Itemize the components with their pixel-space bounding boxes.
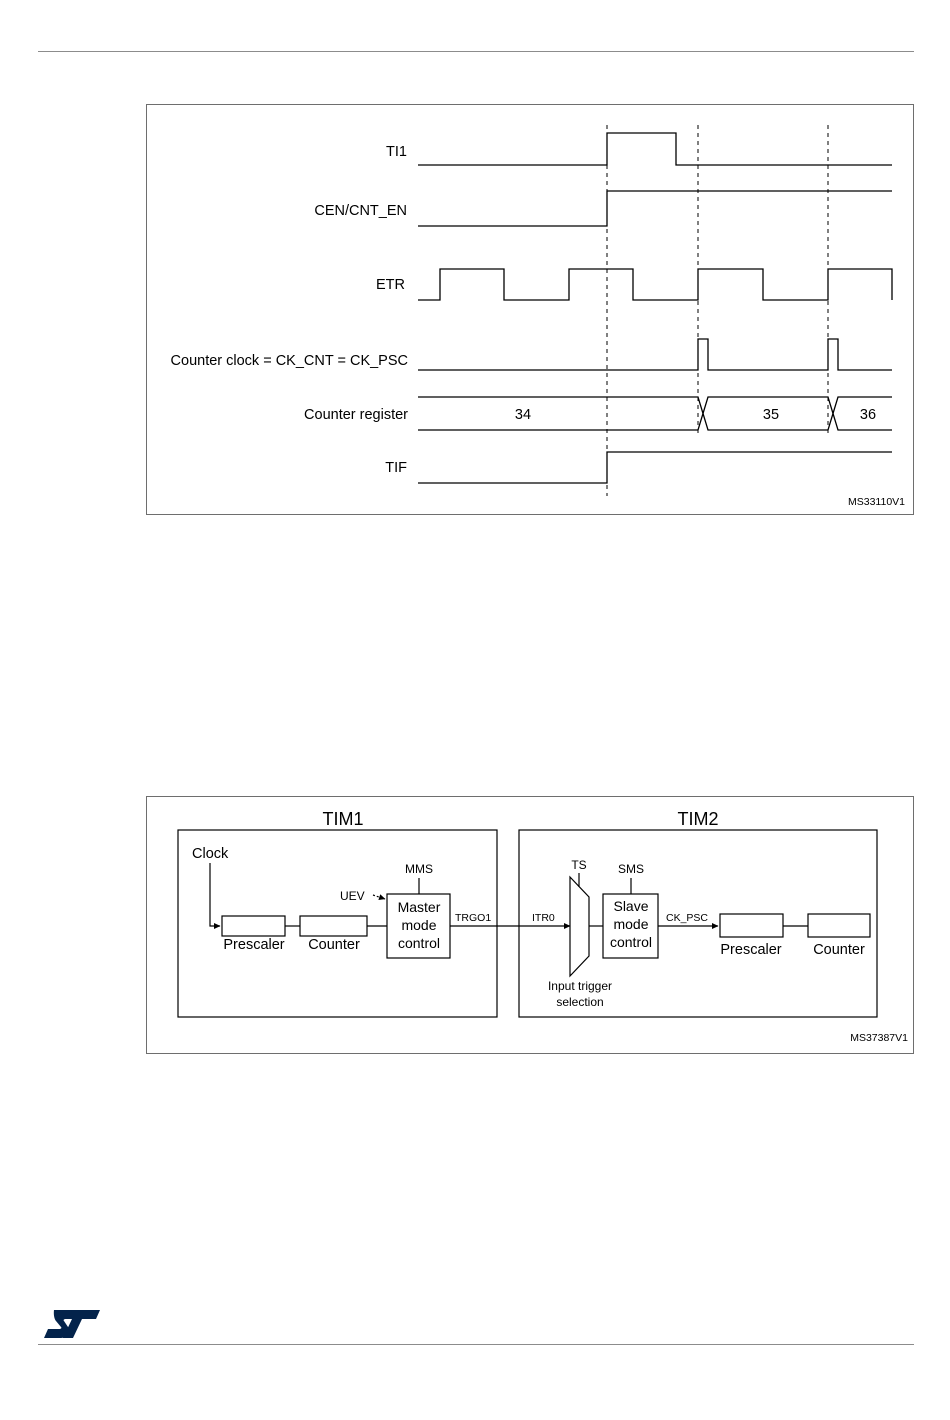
figure-id-block: MS37387V1 [850,1032,908,1044]
ti1-waveform [418,133,892,165]
ts-label: TS [571,858,586,872]
tim1-title: TIM1 [322,809,363,829]
ck-cnt-waveform [418,339,892,370]
sms-label: SMS [618,862,644,876]
itr0-label: ITR0 [532,912,555,924]
label-counter-register: Counter register [304,407,408,423]
etr-waveform [418,269,892,300]
counter-value-36: 36 [860,407,876,423]
clock-arrow [210,863,220,926]
label-ti1: TI1 [386,144,407,160]
mms-label: MMS [405,862,433,876]
tim2-title: TIM2 [677,809,718,829]
clock-label: Clock [192,846,229,862]
counter-register-bus-top [418,397,892,430]
counter-register-bus-bottom [418,397,892,430]
tim1-counter-box [300,916,367,936]
slave-label-3: control [610,934,652,950]
timer-link-figure: TIM1 TIM2 Clock Prescaler Counter UEV MM… [146,796,914,1054]
label-etr: ETR [376,277,405,293]
label-ck-cnt: Counter clock = CK_CNT = CK_PSC [171,353,408,369]
timing-diagram: TI1 CEN/CNT_EN ETR Counter clock = CK_CN… [147,105,915,516]
timer-link-diagram: TIM1 TIM2 Clock Prescaler Counter UEV MM… [147,797,915,1055]
figure-id-timing: MS33110V1 [848,496,905,508]
ck-psc-label: CK_PSC [666,912,708,924]
label-tif: TIF [385,460,407,476]
st-logo-icon [42,1308,102,1340]
tim2-prescaler-box [720,914,783,937]
tim1-prescaler-label: Prescaler [223,937,284,953]
footer-rule [38,1344,914,1345]
timing-diagram-figure: TI1 CEN/CNT_EN ETR Counter clock = CK_CN… [146,104,914,515]
input-trigger-mux [570,877,589,976]
tim1-counter-label: Counter [308,937,360,953]
tim2-counter-label: Counter [813,942,865,958]
slave-label-1: Slave [613,898,648,914]
uev-arrow [373,895,385,899]
tim2-prescaler-label: Prescaler [720,942,781,958]
master-label-3: control [398,935,440,951]
master-label-2: mode [401,917,436,933]
input-trigger-label-2: selection [556,995,603,1009]
slave-label-2: mode [613,916,648,932]
label-cen: CEN/CNT_EN [314,203,407,219]
master-label-1: Master [398,899,441,915]
uev-label: UEV [340,889,365,903]
cen-waveform [418,191,892,226]
tim2-counter-box [808,914,870,937]
input-trigger-label-1: Input trigger [548,979,612,993]
counter-value-35: 35 [763,407,779,423]
tif-waveform [418,452,892,483]
counter-value-34: 34 [515,407,531,423]
trgo1-label: TRGO1 [455,912,491,924]
header-rule [38,51,914,52]
tim1-prescaler-box [222,916,285,936]
